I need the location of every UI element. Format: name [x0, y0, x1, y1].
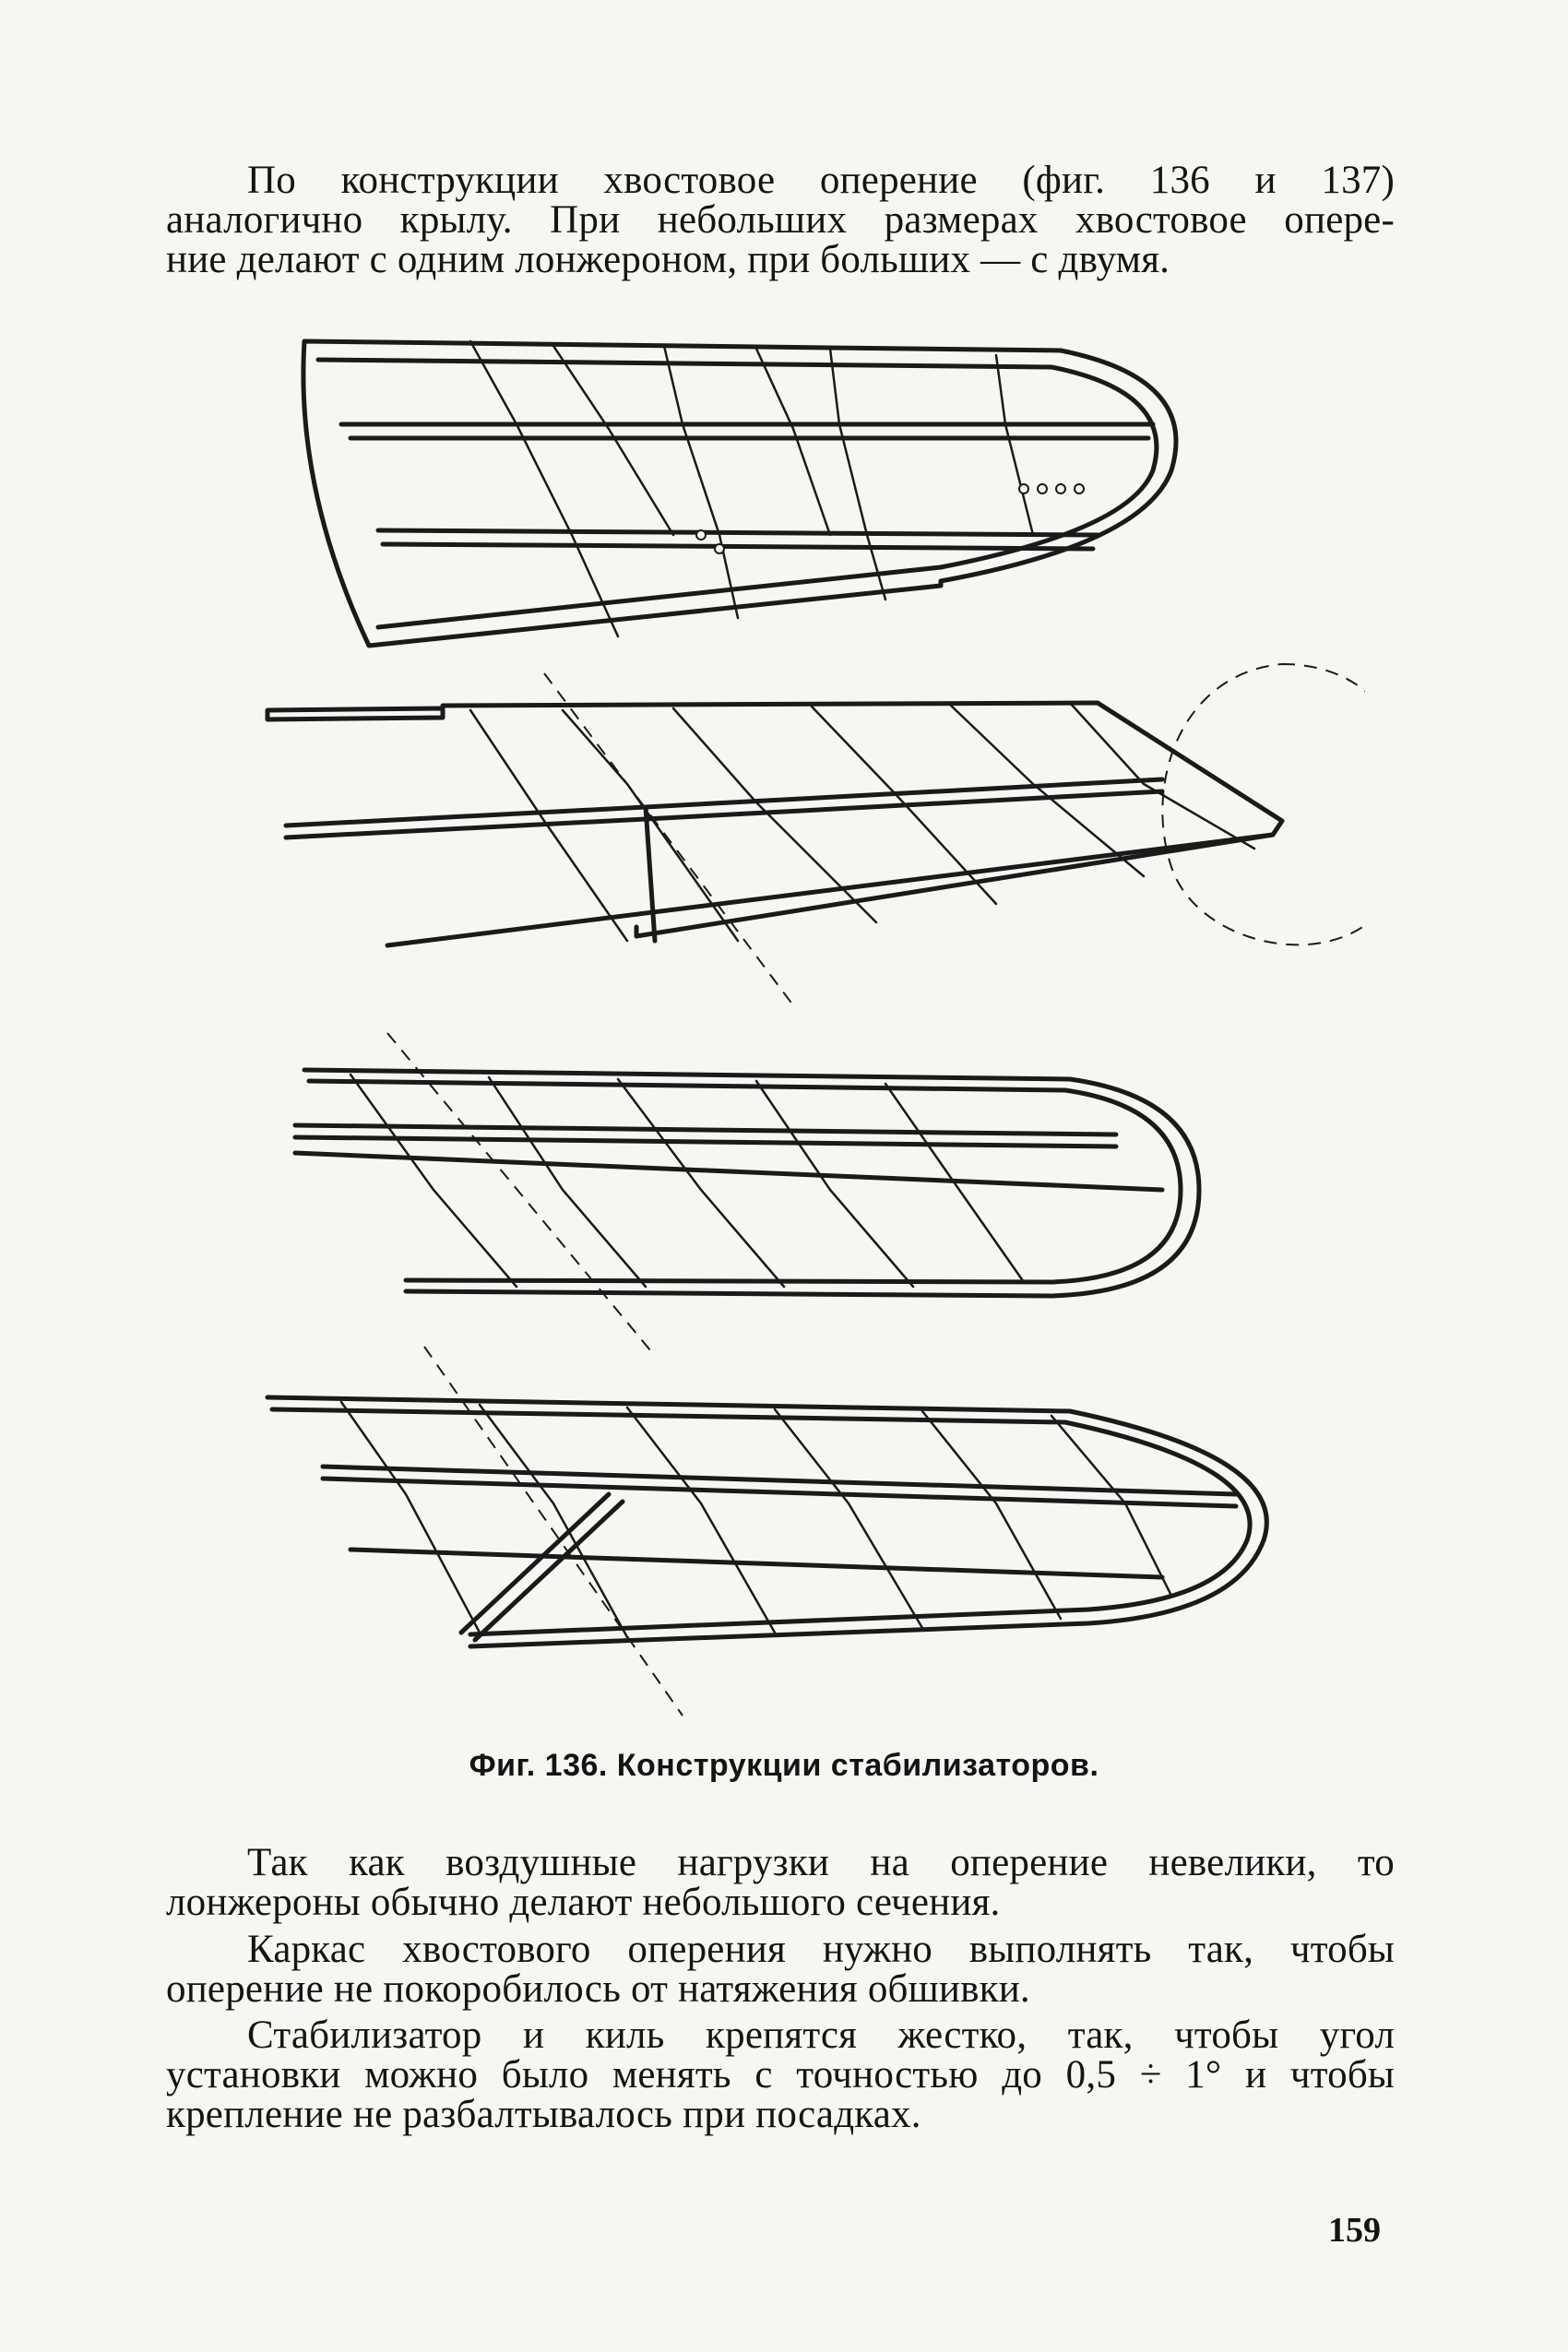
- text-line: крепление не разбалтывалось при посадках…: [166, 2093, 921, 2136]
- text-line: аналогично крылу. При небольших размерах…: [166, 198, 1395, 242]
- stabilizer-frame-4: [265, 1346, 1269, 1716]
- text-line: установки можно было менять с точностью …: [166, 2053, 1395, 2097]
- body-paragraph: Так как воздушные нагрузки на оперение н…: [166, 1843, 1395, 1922]
- text-line: Стабилизатор и киль крепятся жестко, так…: [247, 2013, 1395, 2057]
- text-line: лонжероны обычно делают небольшого сечен…: [166, 1881, 1001, 1924]
- figure-caption: Фиг. 136. Конструкции стабилизаторов.: [469, 1748, 1099, 1783]
- body-paragraph: Каркас хвостового оперения нужно выполня…: [166, 1930, 1395, 2009]
- text-line: Так как воздушные нагрузки на оперение н…: [247, 1841, 1395, 1884]
- stabilizer-frame-3: [292, 1032, 1202, 1357]
- text-line: Каркас хвостового оперения нужно выполня…: [247, 1928, 1395, 1971]
- stabilizer-frame-1: [301, 339, 1179, 648]
- stabilizer-frame-2: [265, 662, 1365, 1006]
- page-number: 159: [1328, 2211, 1381, 2250]
- intro-paragraph: По конструкции хвостовое оперение (фиг. …: [166, 160, 1395, 279]
- text-line: По конструкции хвостовое оперение (фиг. …: [247, 159, 1395, 202]
- text-line: ние делают с одним лонжероном, при больш…: [166, 238, 1170, 281]
- body-paragraph: Стабилизатор и киль крепятся жестко, так…: [166, 2015, 1395, 2134]
- text-line: оперение не покоробилось от натяжения об…: [166, 1967, 1030, 2011]
- figure-136-stabilizer-frames: [240, 304, 1365, 1743]
